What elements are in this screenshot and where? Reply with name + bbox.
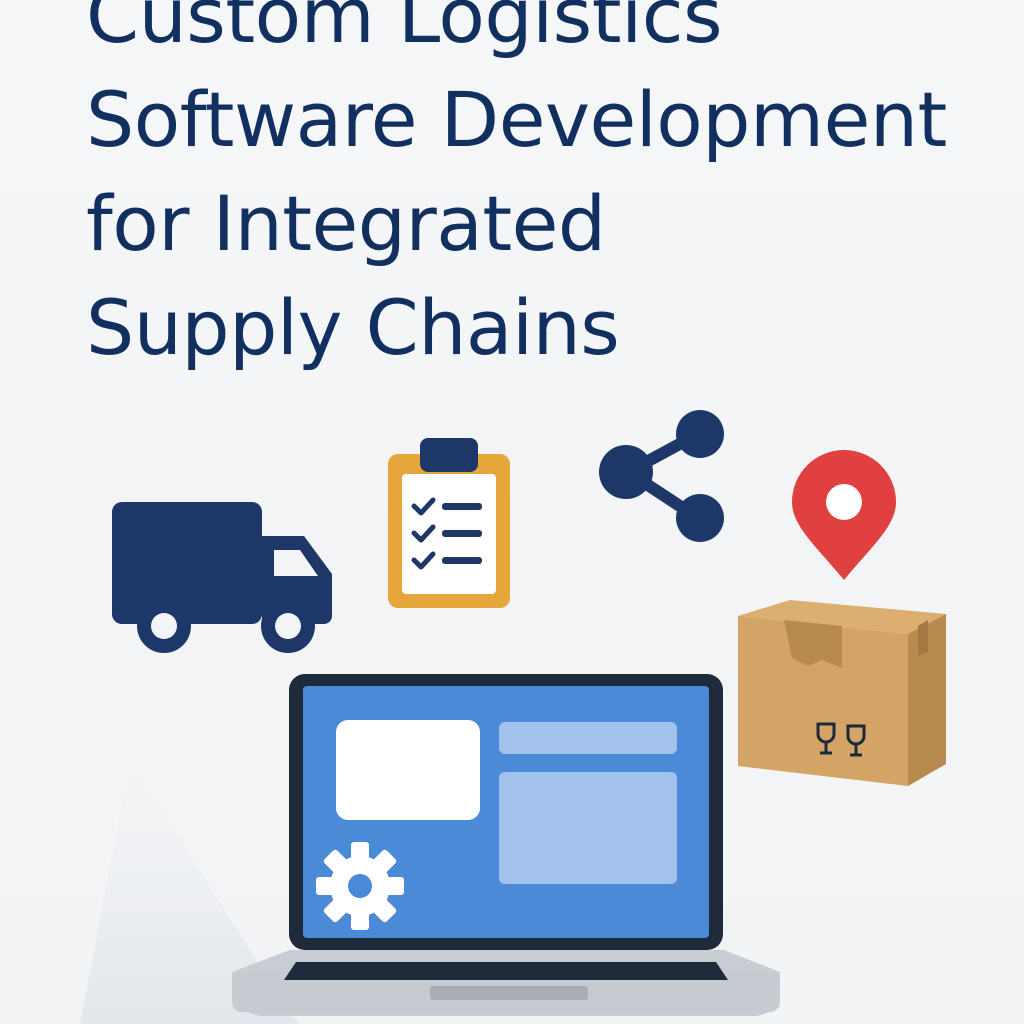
headline-line-3: for Integrated	[86, 179, 606, 268]
cardboard-box-icon	[738, 600, 946, 786]
checklist-clipboard-icon	[388, 438, 510, 608]
delivery-truck-icon	[112, 502, 332, 653]
headline-line-1: Custom Logistics	[86, 0, 723, 60]
headline-line-4: Supply Chains	[86, 283, 620, 372]
gear-icon	[316, 842, 404, 930]
share-network-icon	[599, 410, 724, 542]
laptop-icon	[80, 674, 780, 1024]
location-pin-icon	[792, 450, 896, 580]
headline-line-2: Software Development	[86, 75, 947, 164]
headline: Custom Logistics Software Development fo…	[86, 0, 1006, 380]
